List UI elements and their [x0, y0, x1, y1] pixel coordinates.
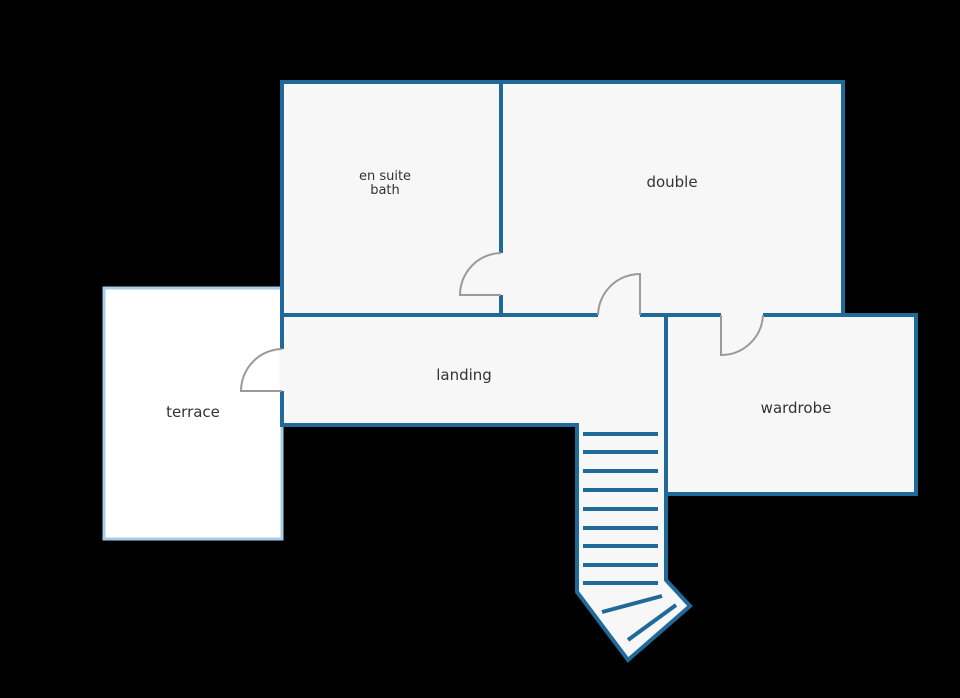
- landing-label: landing: [436, 366, 492, 384]
- door-ensuite: [458, 252, 502, 296]
- en-suite-label-line1: en suite: [359, 169, 411, 184]
- terrace-label: terrace: [166, 403, 220, 421]
- wardrobe-label: wardrobe: [761, 399, 832, 417]
- wardrobe-room: [664, 313, 918, 496]
- door-terrace: [239, 348, 283, 392]
- stair-treads: [583, 432, 678, 642]
- double-label: double: [646, 173, 697, 191]
- en-suite-bath-room: [280, 80, 503, 317]
- staircase: [575, 423, 693, 663]
- door-wardrobe: [720, 314, 764, 357]
- en-suite-label-line2: bath: [370, 183, 400, 198]
- terrace-room: [102, 286, 284, 541]
- door-double: [597, 272, 641, 316]
- landing-room: [280, 313, 668, 427]
- double-room: [499, 80, 845, 317]
